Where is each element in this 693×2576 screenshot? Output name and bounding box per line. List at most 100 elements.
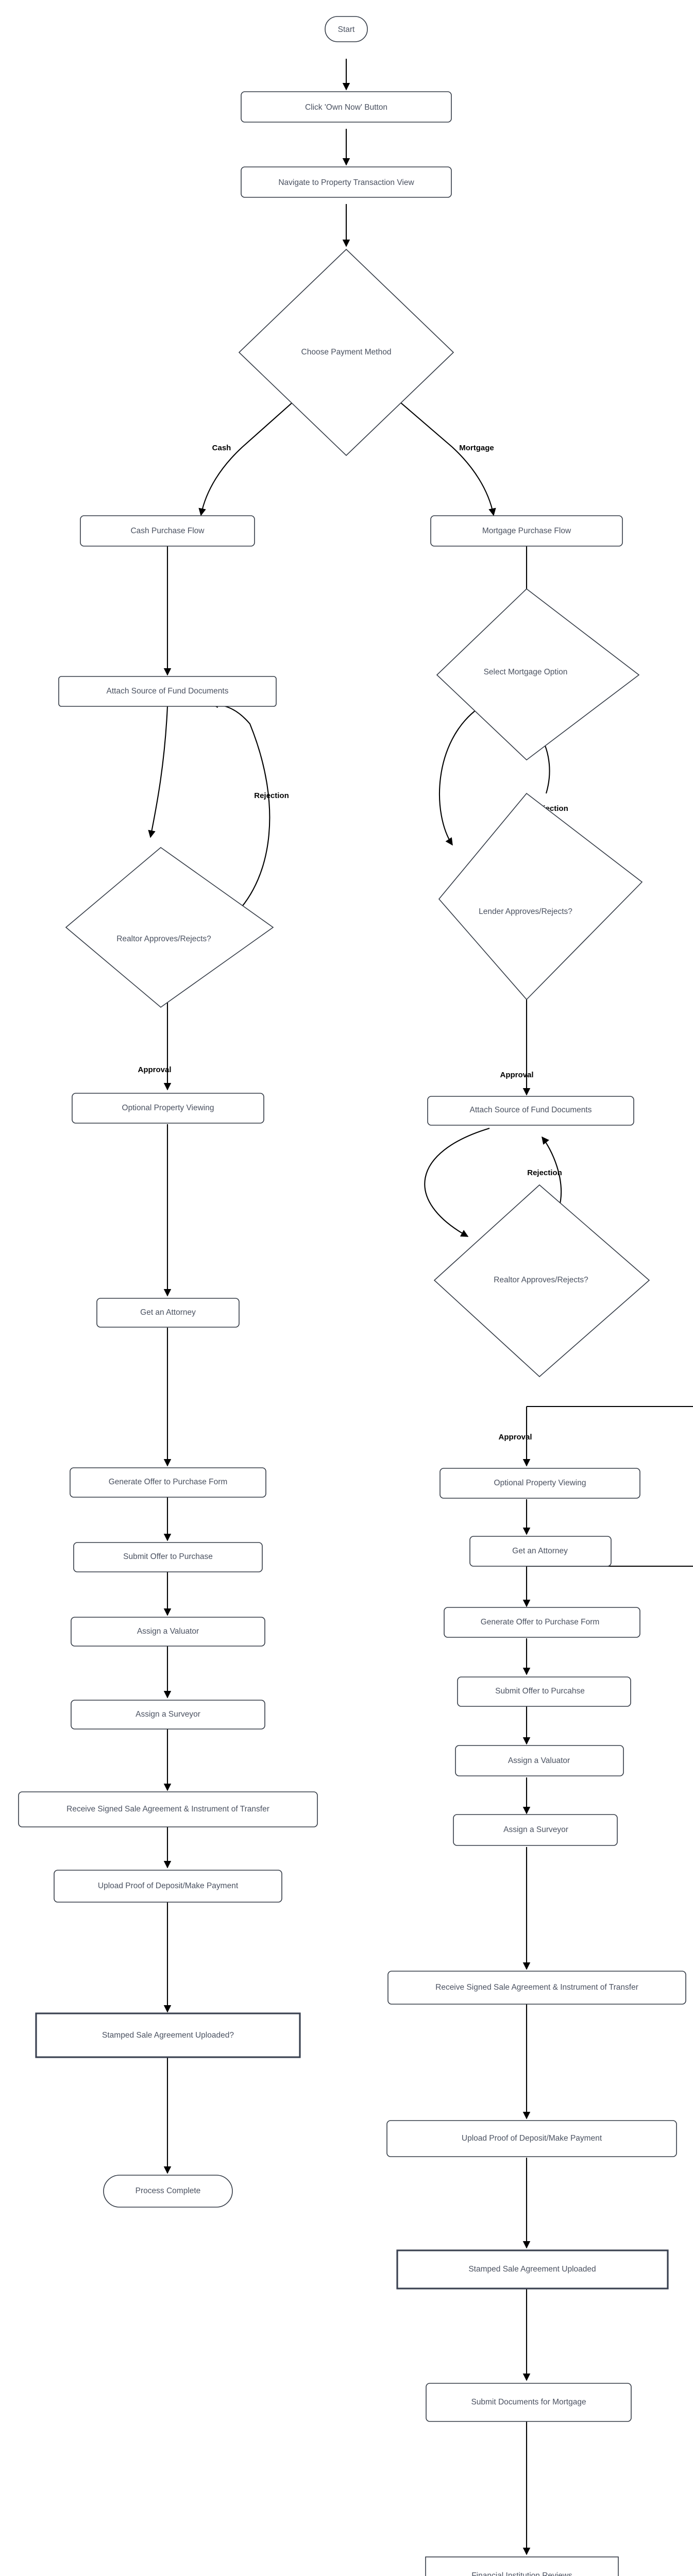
cash-stamped-shape <box>35 2012 301 2058</box>
mortgage-financial-review-label: Financial Institution Reviews <box>471 2571 572 2576</box>
node-mortgage-submit-docs[interactable]: Submit Documents for Mortgage <box>426 2383 632 2422</box>
choose-payment-shape <box>238 248 454 456</box>
edge-attach-to-realtor <box>148 706 168 838</box>
node-mortgage-lender-decision[interactable]: Lender Approves/Rejects? <box>438 792 643 1001</box>
mortgage-lender-decision-shape <box>438 792 643 1001</box>
cash-generate-offer-shape <box>70 1467 266 1498</box>
node-mortgage-submit-offer[interactable]: Submit Offer to Purcahse <box>457 1676 631 1707</box>
edge-mortgage-attorney-to-generate <box>527 1565 693 1606</box>
cash-attach-funds-shape <box>58 676 277 707</box>
node-mortgage-viewing[interactable]: Optional Property Viewing <box>440 1468 640 1499</box>
node-mortgage-generate-offer[interactable]: Generate Offer to Purchase Form <box>444 1607 640 1638</box>
mortgage-financial-review-shape <box>425 2556 619 2576</box>
cash-viewing-label: Optional Property Viewing <box>122 1104 214 1112</box>
navigate-property-label: Navigate to Property Transaction View <box>278 178 414 187</box>
node-mortgage-realtor-decision[interactable]: Realtor Approves/Rejects? <box>433 1184 650 1378</box>
mortgage-submit-offer-shape <box>457 1676 631 1707</box>
cash-upload-proof-shape <box>54 1870 282 1903</box>
mortgage-receive-signed-label: Receive Signed Sale Agreement & Instrume… <box>435 1983 638 1992</box>
mortgage-submit-offer-label: Submit Offer to Purcahse <box>495 1687 585 1696</box>
cash-complete-label: Process Complete <box>136 2187 201 2195</box>
node-cash-stamped[interactable]: Stamped Sale Agreement Uploaded? <box>35 2012 301 2058</box>
cash-flow-label: Cash Purchase Flow <box>130 527 205 535</box>
mortgage-stamped-label: Stamped Sale Agreement Uploaded <box>468 2265 596 2274</box>
edge-label-mortgage-realtor-rejection: Rejection <box>527 1168 562 1177</box>
cash-flow-shape <box>80 515 255 547</box>
cash-viewing-shape <box>72 1093 264 1124</box>
mortgage-valuator-shape <box>455 1745 624 1776</box>
node-mortgage-receive-signed[interactable]: Receive Signed Sale Agreement & Instrume… <box>387 1971 686 2005</box>
node-cash-upload-proof[interactable]: Upload Proof of Deposit/Make Payment <box>54 1870 282 1903</box>
node-cash-complete[interactable]: Process Complete <box>103 2175 233 2208</box>
cash-attorney-shape <box>96 1298 240 1328</box>
node-mortgage-financial-review[interactable]: Financial Institution Reviews <box>425 2556 619 2576</box>
choose-payment-label: Choose Payment Method <box>301 348 392 357</box>
node-navigate-property[interactable]: Navigate to Property Transaction View <box>241 166 452 198</box>
mortgage-valuator-label: Assign a Valuator <box>508 1756 570 1765</box>
node-cash-attach-funds[interactable]: Attach Source of Fund Documents <box>58 676 277 707</box>
edge-label-cash-rejection: Rejection <box>254 791 289 800</box>
edge-label-lender-approval: Approval <box>500 1071 533 1079</box>
cash-realtor-decision-label: Realtor Approves/Rejects? <box>116 935 211 943</box>
mortgage-generate-offer-label: Generate Offer to Purchase Form <box>481 1618 600 1626</box>
node-cash-receive-signed[interactable]: Receive Signed Sale Agreement & Instrume… <box>18 1791 318 1827</box>
node-mortgage-attorney[interactable]: Get an Attorney <box>469 1536 612 1567</box>
node-mortgage-surveyor[interactable]: Assign a Surveyor <box>453 1814 618 1846</box>
edge-label-mortgage: Mortgage <box>459 444 494 452</box>
start-shape <box>325 16 368 42</box>
node-mortgage-stamped[interactable]: Stamped Sale Agreement Uploaded <box>396 2249 669 2290</box>
node-cash-surveyor[interactable]: Assign a Surveyor <box>71 1700 265 1730</box>
edge-label-cash: Cash <box>212 444 231 452</box>
cash-valuator-shape <box>71 1617 265 1647</box>
mortgage-surveyor-label: Assign a Surveyor <box>503 1825 568 1834</box>
edge-mortgage-realtor-rejection <box>542 1136 562 1209</box>
node-mortgage-attach-funds[interactable]: Attach Source of Fund Documents <box>427 1096 634 1126</box>
node-cash-realtor-decision[interactable]: Realtor Approves/Rejects? <box>65 846 274 1008</box>
node-cash-flow[interactable]: Cash Purchase Flow <box>80 515 255 547</box>
node-cash-submit-offer[interactable]: Submit Offer to Purchase <box>73 1542 263 1572</box>
edge-label-cash-approval: Approval <box>138 1065 171 1074</box>
edge-mortgage-realtor-to-viewing <box>527 1405 693 1466</box>
mortgage-lender-decision-label: Lender Approves/Rejects? <box>479 907 572 916</box>
mortgage-realtor-decision-label: Realtor Approves/Rejects? <box>494 1276 588 1284</box>
cash-attach-funds-label: Attach Source of Fund Documents <box>107 687 229 696</box>
node-mortgage-valuator[interactable]: Assign a Valuator <box>455 1745 624 1776</box>
cash-valuator-label: Assign a Valuator <box>137 1627 199 1636</box>
node-choose-payment[interactable]: Choose Payment Method <box>238 248 454 456</box>
node-start[interactable]: Start <box>325 16 368 42</box>
mortgage-viewing-shape <box>440 1468 640 1499</box>
cash-submit-offer-shape <box>73 1542 263 1572</box>
node-cash-viewing[interactable]: Optional Property Viewing <box>72 1093 264 1124</box>
cash-submit-offer-label: Submit Offer to Purchase <box>123 1552 213 1561</box>
cash-realtor-decision-shape <box>65 846 274 1008</box>
navigate-property-shape <box>241 166 452 198</box>
cash-upload-proof-label: Upload Proof of Deposit/Make Payment <box>98 1882 239 1890</box>
cash-attorney-label: Get an Attorney <box>140 1308 196 1317</box>
mortgage-flow-shape <box>430 515 623 547</box>
cash-stamped-label: Stamped Sale Agreement Uploaded? <box>102 2031 234 2040</box>
mortgage-stamped-shape <box>396 2249 669 2290</box>
node-cash-attorney[interactable]: Get an Attorney <box>96 1298 240 1328</box>
mortgage-select-option-label: Select Mortgage Option <box>484 668 568 676</box>
node-cash-valuator[interactable]: Assign a Valuator <box>71 1617 265 1647</box>
mortgage-attach-funds-shape <box>427 1096 634 1126</box>
mortgage-receive-signed-shape <box>387 1971 686 2005</box>
node-mortgage-flow[interactable]: Mortgage Purchase Flow <box>430 515 623 547</box>
mortgage-upload-proof-label: Upload Proof of Deposit/Make Payment <box>462 2134 602 2143</box>
cash-generate-offer-label: Generate Offer to Purchase Form <box>109 1478 228 1486</box>
mortgage-realtor-decision-shape <box>433 1184 650 1378</box>
start-label: Start <box>338 25 355 34</box>
mortgage-surveyor-shape <box>453 1814 618 1846</box>
node-mortgage-upload-proof[interactable]: Upload Proof of Deposit/Make Payment <box>386 2120 677 2157</box>
mortgage-select-option-shape <box>436 588 640 761</box>
node-cash-generate-offer[interactable]: Generate Offer to Purchase Form <box>70 1467 266 1498</box>
edge-decision-to-mortgage <box>389 393 496 516</box>
cash-receive-signed-label: Receive Signed Sale Agreement & Instrume… <box>66 1805 269 1814</box>
node-click-own-now[interactable]: Click 'Own Now' Button <box>241 91 452 123</box>
mortgage-attorney-label: Get an Attorney <box>512 1547 568 1555</box>
node-mortgage-select-option[interactable]: Select Mortgage Option <box>436 588 640 761</box>
edge-cash-rejection-loop <box>210 700 271 915</box>
cash-surveyor-label: Assign a Surveyor <box>136 1710 200 1719</box>
